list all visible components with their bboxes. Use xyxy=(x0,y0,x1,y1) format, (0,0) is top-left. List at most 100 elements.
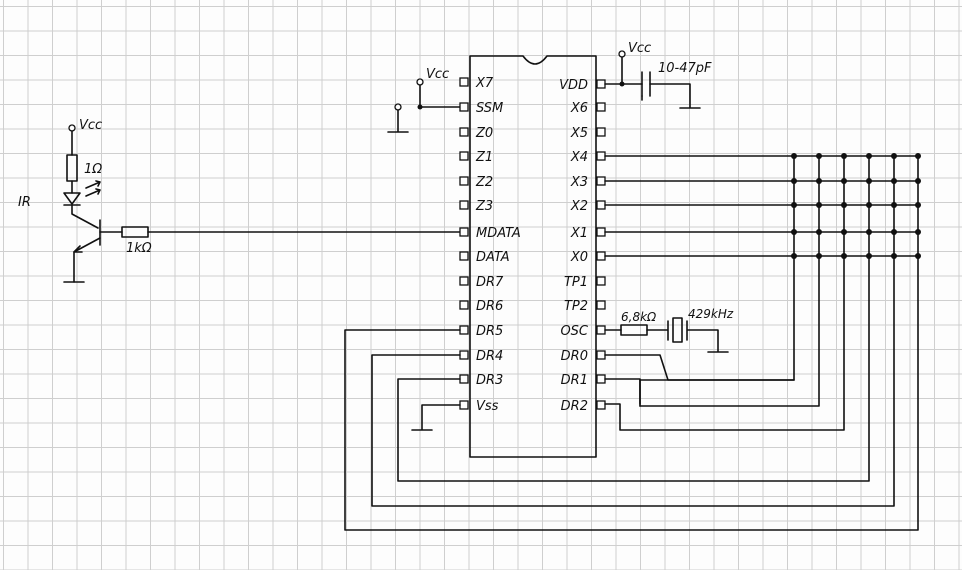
junction xyxy=(841,202,847,208)
pin-pad-dr1 xyxy=(596,374,606,384)
column-dr3-wire xyxy=(397,155,870,482)
vcc-label-ir: Vcc xyxy=(79,118,102,133)
pin-pad-dr4 xyxy=(459,350,469,360)
resonator-label: 429kHz xyxy=(688,307,734,321)
pin-label-vss: Vss xyxy=(476,399,499,414)
resistor-1-label: 1Ω xyxy=(84,162,102,177)
pin-label-x2: X2 xyxy=(570,199,588,214)
pin-pad-tp2 xyxy=(596,300,606,310)
pin-pad-x0 xyxy=(596,251,606,261)
capacitor-ground-icon xyxy=(641,83,701,109)
emitter-arrow-icon xyxy=(73,245,83,253)
pin-pad-x6 xyxy=(596,102,606,112)
junction xyxy=(841,153,847,159)
oscillator-section: 6,8kΩ 429kHz xyxy=(604,307,734,353)
pin-pad-x4 xyxy=(596,151,606,161)
pin-pad-tp1 xyxy=(596,276,606,286)
column-dr2-wire xyxy=(604,155,845,431)
vcc-label-ssm: Vcc xyxy=(426,67,449,82)
resistor-1k-label: 1kΩ xyxy=(126,241,152,256)
junction xyxy=(816,202,822,208)
resonator-icon xyxy=(672,317,683,343)
resonator-ground-icon xyxy=(686,320,729,353)
pin-label-dr7: DR7 xyxy=(476,275,504,290)
pin-label-z3: Z3 xyxy=(475,199,493,214)
pin-label-dr5: DR5 xyxy=(476,324,503,339)
pin-label-dr0: DR0 xyxy=(561,349,588,364)
ic-chip xyxy=(469,55,597,458)
ground-ssm-icon xyxy=(387,109,409,133)
junction-vdd xyxy=(619,81,625,87)
ir-diode-icon xyxy=(63,192,81,205)
pin-label-z0: Z0 xyxy=(475,126,493,141)
pin-label-osc: OSC xyxy=(560,324,588,339)
junction xyxy=(915,202,921,208)
pin-pad-z2 xyxy=(459,176,469,186)
junction xyxy=(866,253,872,259)
pin-label-vdd: VDD xyxy=(559,78,588,93)
pin-label-x4: X4 xyxy=(570,150,588,165)
pin-label-mdata: MDATA xyxy=(476,226,521,241)
pin-label-data: DATA xyxy=(476,250,510,265)
keyboard-matrix xyxy=(344,153,921,531)
wire-vcc-to-vdd xyxy=(604,56,643,85)
junction xyxy=(891,202,897,208)
capacitor-label: 10-47pF xyxy=(658,61,712,76)
ssm-switch-terminal xyxy=(394,103,402,111)
wire-vcc-to-ssm xyxy=(419,84,461,108)
junction xyxy=(915,253,921,259)
junction xyxy=(791,178,797,184)
resistor-1-ohm xyxy=(66,154,78,182)
junction xyxy=(816,178,822,184)
vcc-terminal-vdd xyxy=(618,50,626,58)
pin-label-dr6: DR6 xyxy=(476,299,503,314)
transistor-emitter xyxy=(73,237,101,283)
pin-label-x1: X1 xyxy=(570,226,588,241)
vcc-terminal-ssm xyxy=(416,78,424,86)
junction-ssm xyxy=(417,104,423,110)
junction xyxy=(866,229,872,235)
pin-pad-z3 xyxy=(459,200,469,210)
junction xyxy=(866,178,872,184)
pin-pad-dr3 xyxy=(459,374,469,384)
wire-dr1 xyxy=(604,378,641,407)
pin-pad-x7 xyxy=(459,77,469,87)
junction xyxy=(816,229,822,235)
pin-pad-dr5 xyxy=(459,325,469,335)
junction xyxy=(915,153,921,159)
junction xyxy=(915,178,921,184)
pin-pad-dr7 xyxy=(459,276,469,286)
pin-label-z2: Z2 xyxy=(475,175,493,190)
junction xyxy=(791,229,797,235)
wire-diode-to-collector xyxy=(71,204,99,229)
pin-label-x6: X6 xyxy=(570,101,588,116)
pin-label-dr2: DR2 xyxy=(561,399,588,414)
junction xyxy=(891,178,897,184)
pin-pad-dr6 xyxy=(459,300,469,310)
pin-pad-z1 xyxy=(459,151,469,161)
column-dr5-wire xyxy=(344,155,919,531)
column-dr4-wire xyxy=(371,155,895,507)
vcc-terminal-ir xyxy=(68,124,76,132)
pin-pad-vss xyxy=(459,400,469,410)
pin-pad-x2 xyxy=(596,200,606,210)
junction xyxy=(791,253,797,259)
junction xyxy=(816,253,822,259)
pin-pad-x5 xyxy=(596,127,606,137)
pin-label-dr4: DR4 xyxy=(476,349,503,364)
pin-label-tp2: TP2 xyxy=(564,299,588,314)
pin-label-x7: X7 xyxy=(475,76,494,91)
pin-pad-x1 xyxy=(596,227,606,237)
ir-emission-arrows-icon xyxy=(85,180,101,197)
pin-pad-vdd xyxy=(596,79,606,89)
pin-pad-osc xyxy=(596,325,606,335)
pin-label-x5: X5 xyxy=(570,126,588,141)
junction xyxy=(841,229,847,235)
vcc-label-vdd: Vcc xyxy=(628,41,651,56)
wire-resistor-to-resonator xyxy=(646,320,669,341)
junction xyxy=(866,153,872,159)
junction xyxy=(816,153,822,159)
pin-pad-z0 xyxy=(459,127,469,137)
vdd-supply: Vcc 10-47pF xyxy=(604,41,712,109)
